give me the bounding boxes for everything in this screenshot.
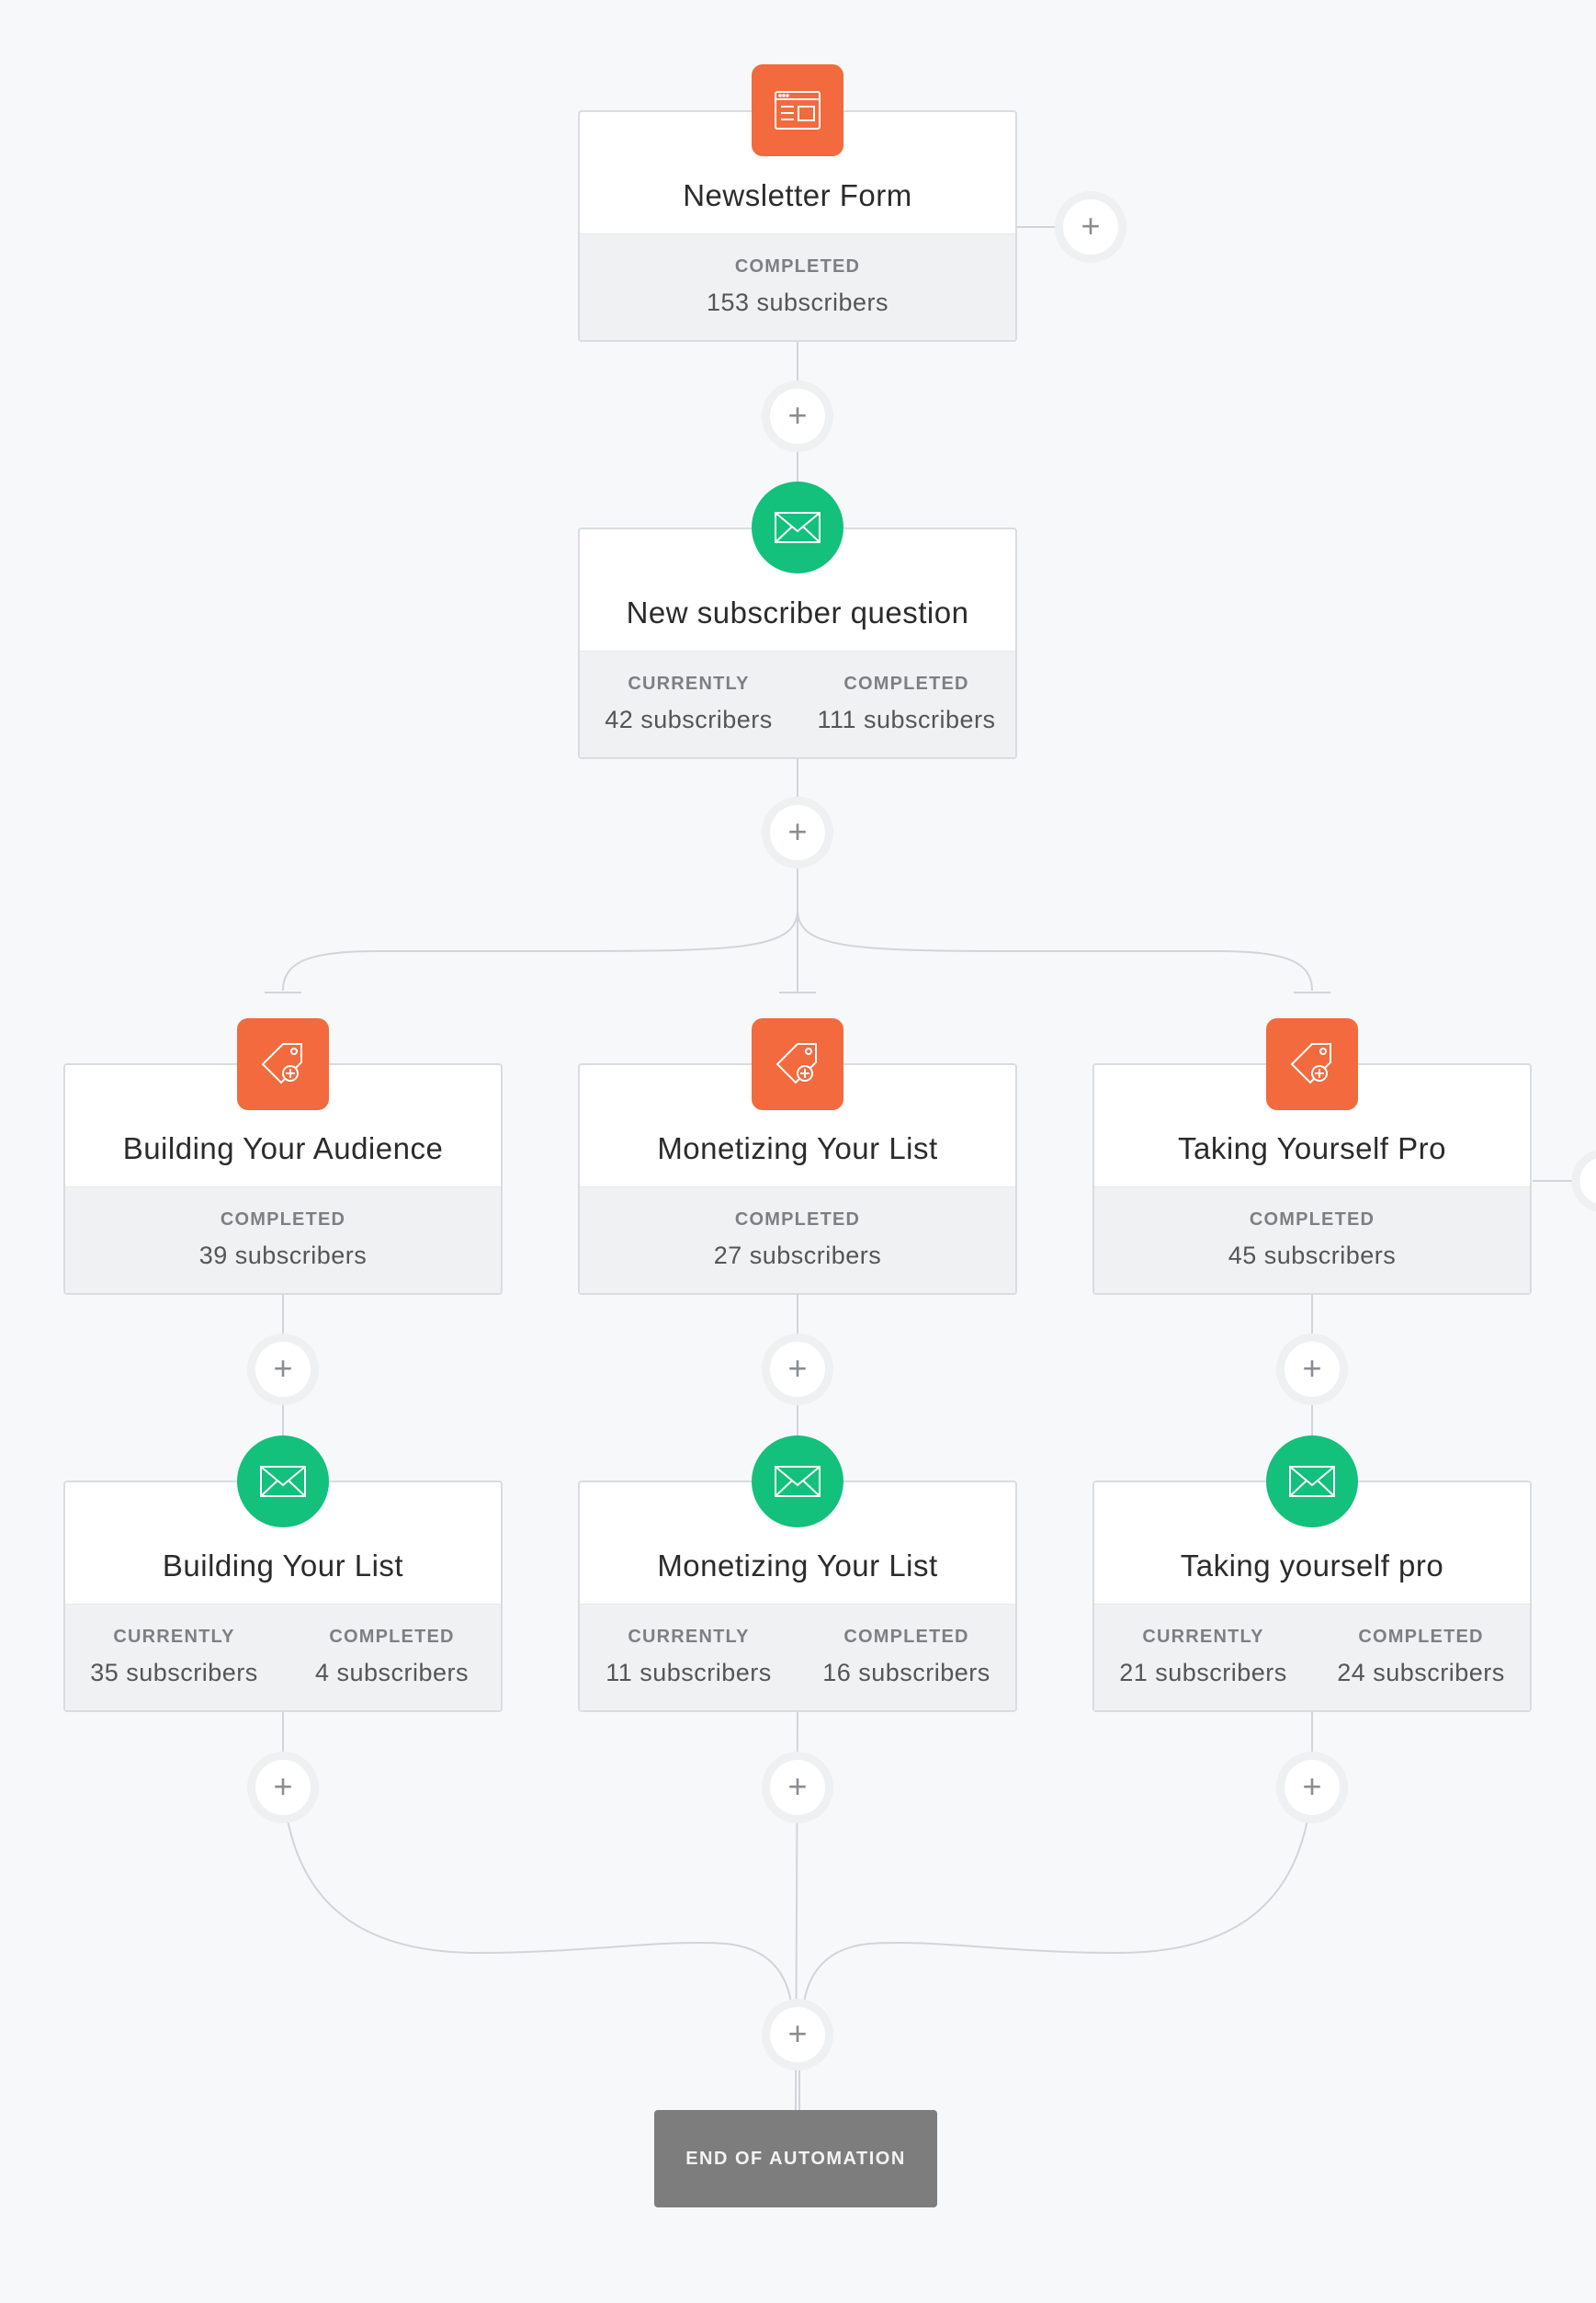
stat-value: 27 subscribers: [713, 1242, 882, 1269]
stat-label: COMPLETED: [1358, 1627, 1484, 1647]
stat-value: 35 subscribers: [90, 1659, 258, 1686]
node-stats: CURRENTLY 42 subscribers COMPLETED 111 s…: [580, 651, 1015, 757]
node-stats: CURRENTLY 21 subscribers COMPLETED 24 su…: [1094, 1604, 1530, 1710]
connector-split-right: [797, 909, 1313, 992]
stat-currently: CURRENTLY 42 subscribers: [580, 652, 798, 757]
add-step-button-center-1[interactable]: +: [770, 1342, 825, 1397]
plus-icon: +: [1302, 1766, 1322, 1805]
node-stats: CURRENTLY 35 subscribers COMPLETED 4 sub…: [65, 1604, 501, 1710]
connector-split-left: [282, 909, 798, 992]
node-title: Monetizing Your List: [657, 1131, 938, 1165]
stat-label: CURRENTLY: [628, 674, 750, 694]
node-stats: COMPLETED 153 subscribers: [580, 233, 1015, 340]
plus-icon: +: [787, 811, 808, 850]
end-of-automation: END OF AUTOMATION: [654, 2110, 937, 2207]
connector-merge-right: [802, 1787, 1313, 2010]
form-window-icon: [752, 64, 843, 156]
node-stats: COMPLETED 45 subscribers: [1094, 1186, 1530, 1293]
node-monetizing-your-list-email[interactable]: Monetizing Your List CURRENTLY 11 subscr…: [578, 1480, 1017, 1712]
stat-currently: CURRENTLY 35 subscribers: [65, 1605, 283, 1710]
stat-value: 111 subscribers: [817, 706, 996, 733]
stat-value: 16 subscribers: [822, 1659, 990, 1686]
stat-value: 39 subscribers: [198, 1242, 368, 1269]
stat-value: 45 subscribers: [1228, 1242, 1397, 1269]
node-title: Newsletter Form: [683, 178, 912, 212]
add-step-button-right-2[interactable]: +: [1285, 1760, 1340, 1815]
envelope-icon: [237, 1435, 329, 1527]
node-title: Building Your Audience: [122, 1131, 444, 1165]
stat-value: 24 subscribers: [1337, 1659, 1505, 1686]
node-building-your-list[interactable]: Building Your List CURRENTLY 35 subscrib…: [63, 1480, 503, 1712]
plus-icon: +: [1081, 206, 1101, 244]
node-title: Taking yourself pro: [1180, 1549, 1444, 1583]
stat-completed: COMPLETED 153 subscribers: [580, 234, 1015, 340]
envelope-icon: [752, 482, 843, 573]
add-step-button-1[interactable]: +: [770, 389, 825, 444]
stat-label: COMPLETED: [734, 256, 861, 277]
node-title: Building Your List: [162, 1549, 404, 1583]
partial-add-step-button-right[interactable]: [1571, 1150, 1596, 1212]
stat-value: 21 subscribers: [1119, 1659, 1287, 1686]
stat-completed: COMPLETED 45 subscribers: [1094, 1187, 1530, 1293]
plus-icon: +: [1302, 1348, 1322, 1387]
envelope-icon: [752, 1435, 843, 1527]
tag-icon: [1266, 1018, 1358, 1110]
stat-completed: COMPLETED 27 subscribers: [580, 1187, 1015, 1293]
add-step-button-merge[interactable]: +: [770, 2007, 825, 2062]
stat-value: 42 subscribers: [605, 706, 773, 733]
stat-value: 11 subscribers: [606, 1659, 772, 1686]
stat-label: COMPLETED: [734, 1209, 861, 1230]
tag-icon: [237, 1018, 329, 1110]
stat-currently: CURRENTLY 21 subscribers: [1094, 1605, 1312, 1710]
stat-label: COMPLETED: [220, 1209, 346, 1230]
stat-currently: CURRENTLY 11 subscribers: [580, 1605, 798, 1710]
add-step-button-left-1[interactable]: +: [255, 1342, 311, 1397]
stat-value: 153 subscribers: [706, 289, 889, 316]
plus-icon: +: [787, 2014, 808, 2052]
stat-label: COMPLETED: [1249, 1209, 1375, 1230]
plus-icon: +: [787, 1766, 808, 1805]
add-step-button-2[interactable]: +: [770, 805, 825, 860]
node-stats: COMPLETED 39 subscribers: [65, 1186, 501, 1293]
node-title: Monetizing Your List: [657, 1549, 938, 1583]
stat-completed: COMPLETED 4 subscribers: [283, 1605, 501, 1710]
add-step-button-right-1[interactable]: +: [1285, 1342, 1340, 1397]
end-label: END OF AUTOMATION: [685, 2148, 906, 2169]
envelope-icon: [1266, 1435, 1358, 1527]
plus-icon: +: [273, 1766, 293, 1805]
node-taking-yourself-pro-tag[interactable]: Taking Yourself Pro COMPLETED 45 subscri…: [1092, 1063, 1532, 1295]
stat-completed: COMPLETED 24 subscribers: [1312, 1605, 1530, 1710]
stat-value: 4 subscribers: [314, 1659, 470, 1686]
stat-label: COMPLETED: [843, 674, 969, 694]
plus-icon: +: [787, 1348, 808, 1387]
stat-completed: COMPLETED 39 subscribers: [65, 1187, 501, 1293]
add-step-button-left-2[interactable]: +: [255, 1760, 311, 1815]
stat-label: CURRENTLY: [1142, 1627, 1264, 1647]
add-step-button-trigger[interactable]: +: [1063, 199, 1118, 255]
plus-icon: +: [273, 1348, 293, 1387]
node-stats: COMPLETED 27 subscribers: [580, 1186, 1015, 1293]
node-title: Taking Yourself Pro: [1177, 1131, 1446, 1165]
stat-label: COMPLETED: [329, 1627, 455, 1647]
stat-label: CURRENTLY: [628, 1627, 750, 1647]
stat-completed: COMPLETED 111 subscribers: [798, 652, 1015, 757]
plus-icon: +: [787, 395, 808, 434]
tag-icon: [752, 1018, 843, 1110]
stat-label: COMPLETED: [843, 1627, 969, 1647]
node-taking-yourself-pro-email[interactable]: Taking yourself pro CURRENTLY 21 subscri…: [1092, 1480, 1532, 1712]
add-step-button-center-2[interactable]: +: [770, 1760, 825, 1815]
node-new-subscriber-question[interactable]: New subscriber question CURRENTLY 42 sub…: [578, 528, 1017, 759]
node-title: New subscriber question: [626, 596, 969, 630]
stat-completed: COMPLETED 16 subscribers: [798, 1605, 1015, 1710]
connector-merge-left: [282, 1787, 793, 2010]
stat-label: CURRENTLY: [113, 1627, 235, 1647]
node-stats: CURRENTLY 11 subscribers COMPLETED 16 su…: [580, 1604, 1015, 1710]
